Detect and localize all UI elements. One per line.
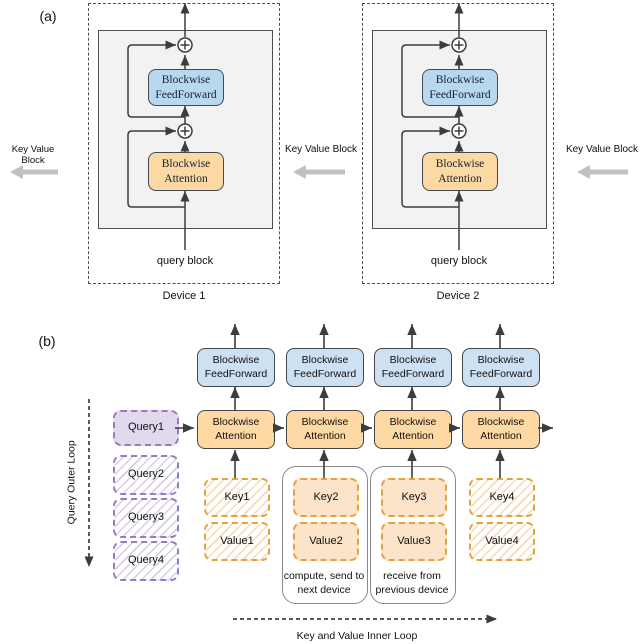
key-value-inner-loop-label: Key and Value Inner Loop <box>296 630 418 642</box>
panel-b-label: (b) <box>38 333 56 349</box>
query1-box: Query1 <box>113 410 179 446</box>
key3-box: Key3 <box>381 478 447 517</box>
query2-box: Query2 <box>113 455 179 495</box>
value4-box: Value4 <box>469 522 535 561</box>
device2-name-label: Device 2 <box>436 290 480 302</box>
col2-blockwise-attention-box: Blockwise Attention <box>286 410 364 449</box>
key1-box: Key1 <box>204 478 270 517</box>
col1-blockwise-feedforward-box: Blockwise FeedForward <box>197 348 275 387</box>
query-outer-loop-label: Query Outer Loop <box>65 440 78 525</box>
key2-box: Key2 <box>293 478 359 517</box>
query3-box: Query3 <box>113 498 179 538</box>
device2-blockwise-feedforward-box: Blockwise FeedForward <box>422 69 498 106</box>
device1-name-label: Device 1 <box>162 290 206 302</box>
device-2-inner-box <box>372 30 547 229</box>
col4-blockwise-feedforward-box: Blockwise FeedForward <box>462 348 540 387</box>
receive-note: receive from previous device <box>375 570 449 596</box>
key-value-block-label-right: Key Value Block <box>565 144 639 155</box>
device1-blockwise-feedforward-box: Blockwise FeedForward <box>148 69 224 106</box>
value1-box: Value1 <box>204 522 270 561</box>
kv-arrow-middle-icon <box>293 165 345 179</box>
col3-blockwise-feedforward-box: Blockwise FeedForward <box>374 348 452 387</box>
key4-box: Key4 <box>469 478 535 517</box>
device2-blockwise-attention-box: Blockwise Attention <box>422 152 498 191</box>
device-1-inner-box <box>98 30 273 229</box>
key-value-block-label-left: Key Value Block <box>11 144 55 167</box>
device1-query-block-label: query block <box>156 255 214 267</box>
device1-blockwise-attention-box: Blockwise Attention <box>148 152 224 191</box>
kv-arrow-right-icon <box>577 165 628 179</box>
kv-arrow-left-icon <box>10 165 58 179</box>
value2-box: Value2 <box>293 522 359 561</box>
compute-send-note: compute, send to next device <box>283 570 365 596</box>
col4-blockwise-attention-box: Blockwise Attention <box>462 410 540 449</box>
panel-a-label: (a) <box>39 8 57 24</box>
query4-box: Query4 <box>113 541 179 581</box>
key-value-block-label-middle: Key Value Block <box>284 144 358 155</box>
value3-box: Value3 <box>381 522 447 561</box>
col2-blockwise-feedforward-box: Blockwise FeedForward <box>286 348 364 387</box>
col3-blockwise-attention-box: Blockwise Attention <box>374 410 452 449</box>
device2-query-block-label: query block <box>430 255 488 267</box>
col1-blockwise-attention-box: Blockwise Attention <box>197 410 275 449</box>
